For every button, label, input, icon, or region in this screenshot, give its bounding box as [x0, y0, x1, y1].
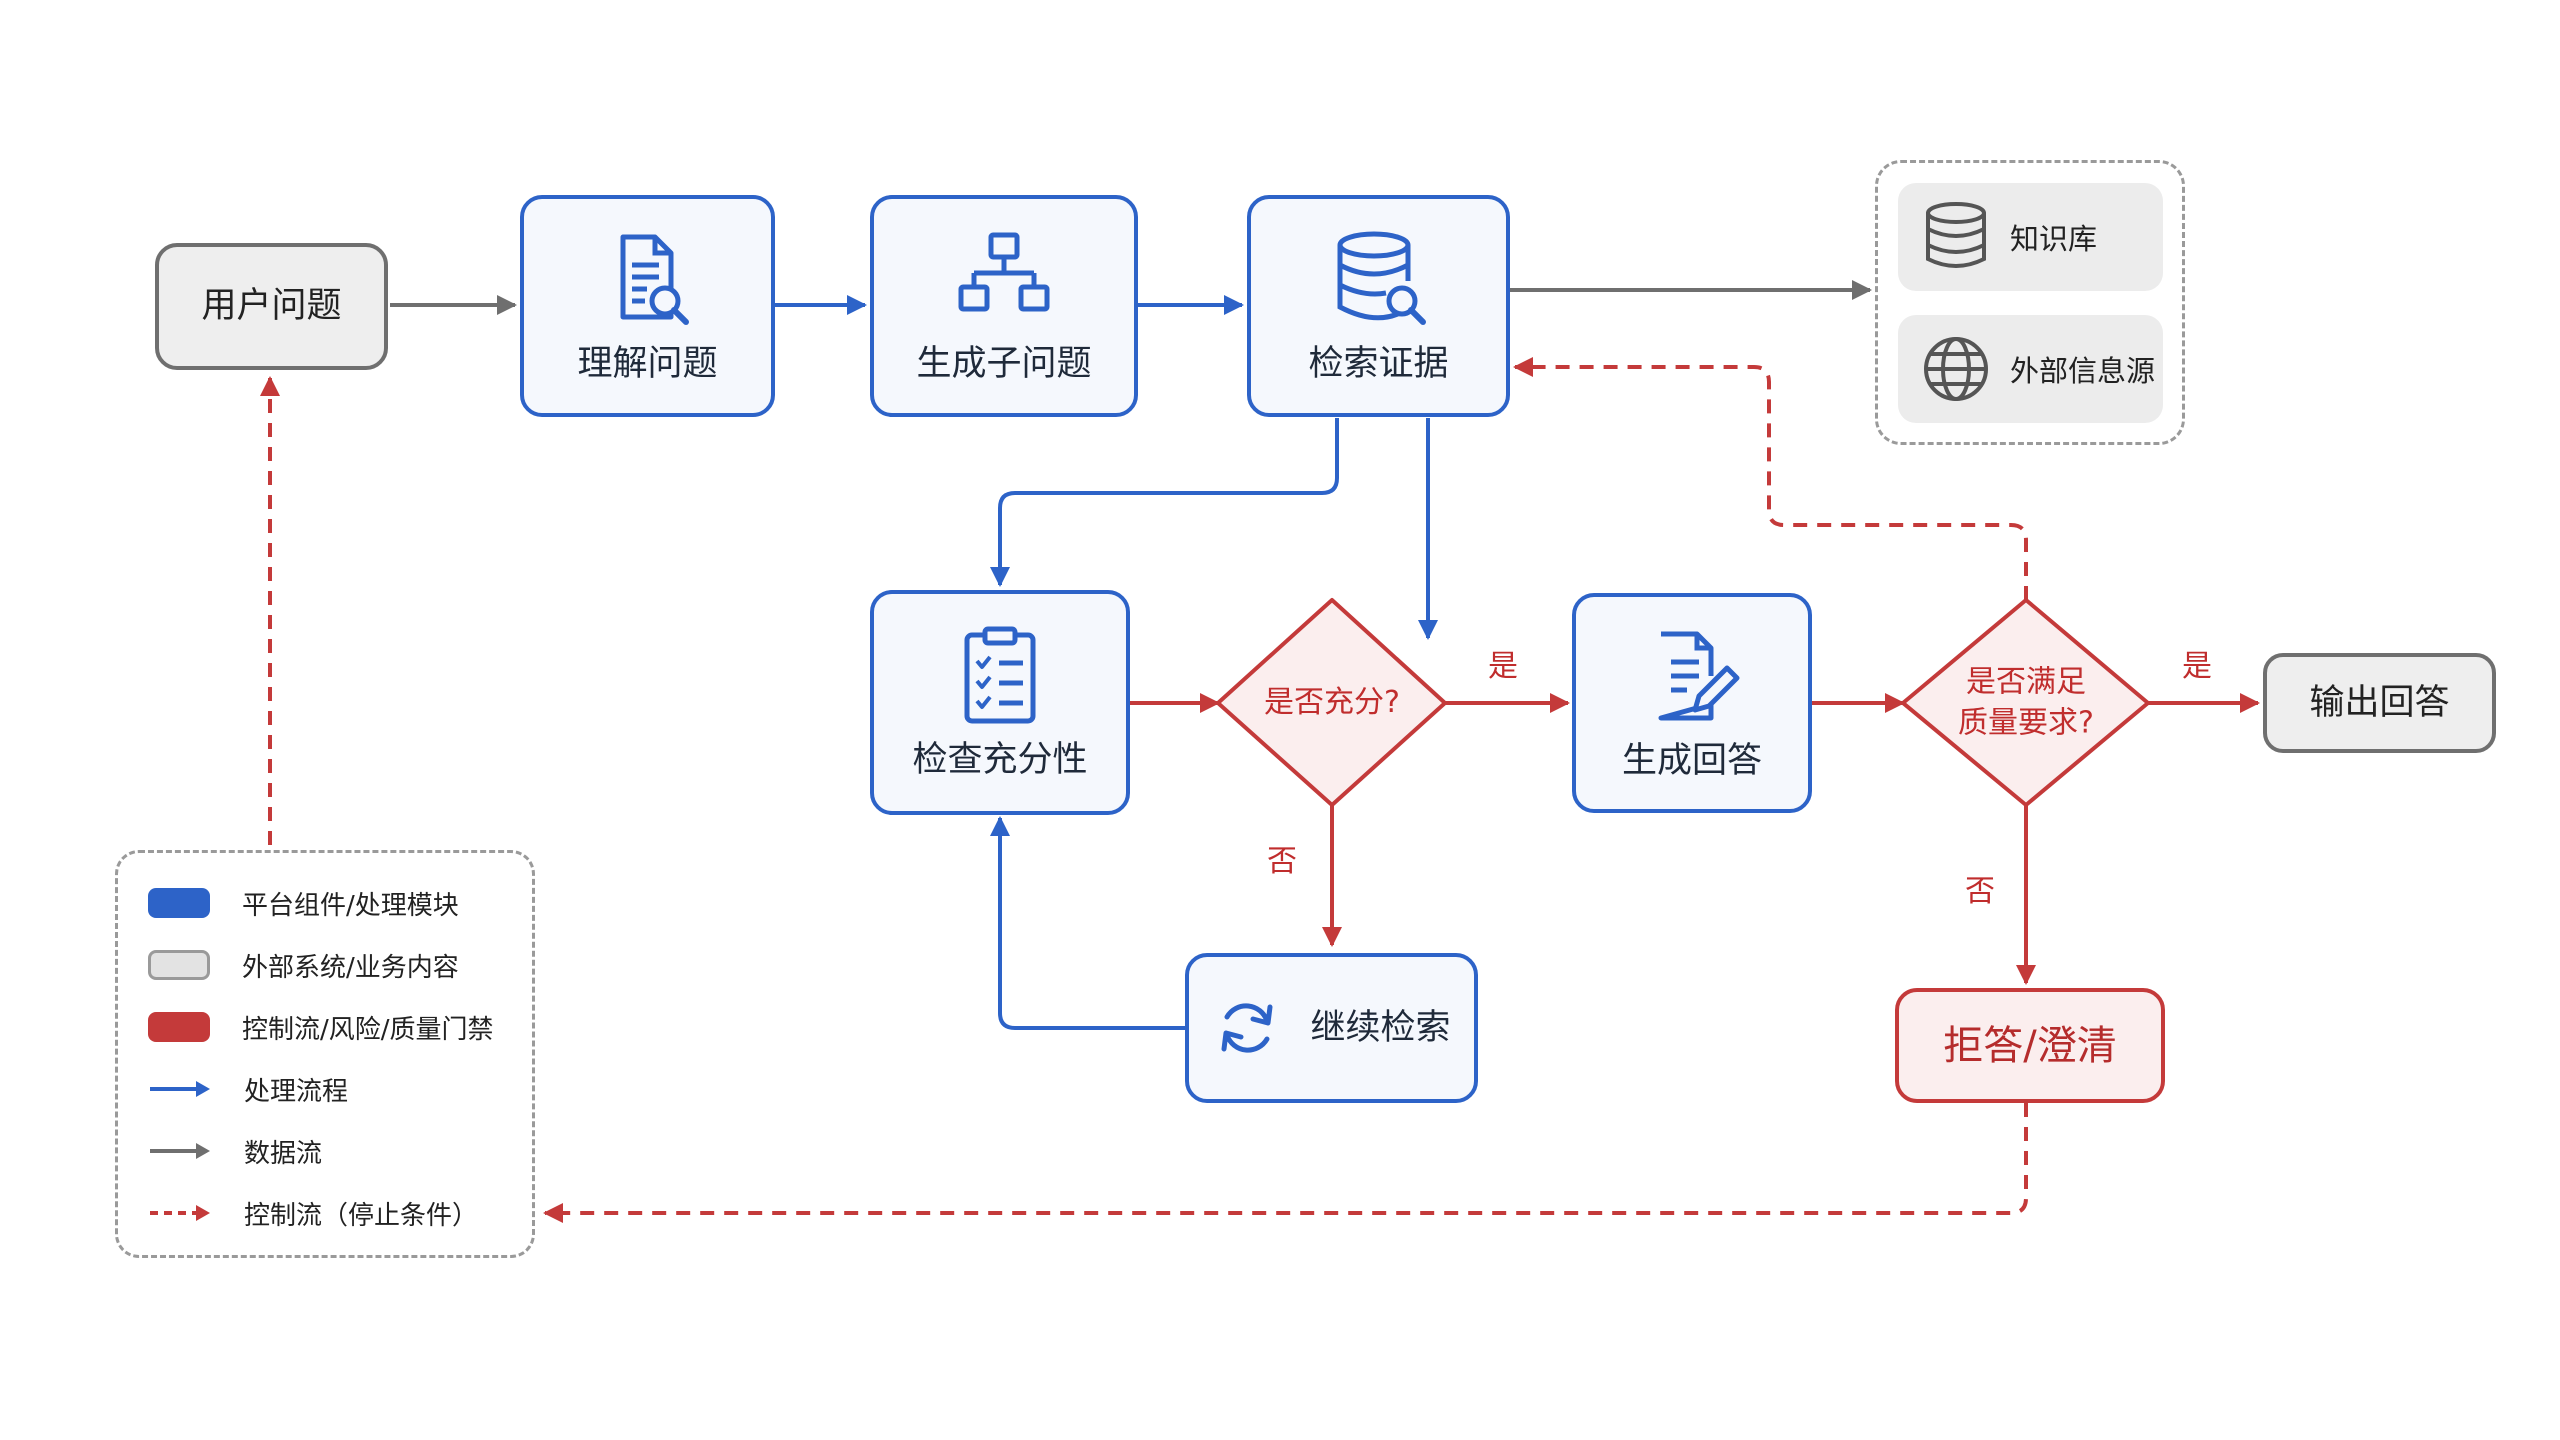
node-check-sufficiency[interactable]: 检查充分性 [870, 590, 1130, 815]
legend-item-external: 外部系统/业务内容 [148, 945, 459, 985]
legend-gray-arrow-icon [150, 1143, 210, 1159]
node-generate-answer-label: 生成回答 [1621, 740, 1762, 781]
source-external-info-label: 外部信息源 [2010, 354, 2156, 388]
decision-sufficient-text: 是否充分? [1264, 684, 1400, 720]
source-knowledge-base-label: 知识库 [2010, 222, 2098, 256]
legend-item-control-label: 控制流/风险/质量门禁 [242, 1014, 494, 1045]
node-understand[interactable]: 理解问题 [520, 195, 775, 417]
legend-swatch-red [148, 1012, 210, 1042]
checklist-icon [964, 626, 1036, 724]
legend-item-process-flow: 处理流程 [148, 1069, 348, 1109]
legend-item-data-flow: 数据流 [148, 1131, 322, 1171]
decision-quality-label: 是否满足 质量要求? [1958, 663, 2094, 744]
edge-quality-retry-dashed [1513, 357, 2028, 600]
node-continue-retrieval-label: 继续检索 [1310, 1007, 1451, 1048]
edge-label-sufficient-yes: 是 [1488, 649, 1518, 684]
edge-continue-to-check [990, 816, 1185, 1030]
legend-item-platform: 平台组件/处理模块 [148, 883, 459, 923]
legend-swatch-gray [148, 950, 210, 980]
source-external-info[interactable]: 外部信息源 [1898, 315, 2163, 423]
legend: 平台组件/处理模块 外部系统/业务内容 控制流/风险/质量门禁 处理流程 数据流 [115, 850, 535, 1258]
node-understand-label: 理解问题 [577, 343, 718, 384]
node-subquestions[interactable]: 生成子问题 [870, 195, 1138, 417]
edge-label-quality-yes: 是 [2182, 649, 2212, 684]
decision-quality-text-line1: 是否满足 [1966, 664, 2086, 700]
node-output-answer-label: 输出回答 [2309, 682, 2450, 723]
node-output-answer[interactable]: 输出回答 [2263, 653, 2496, 753]
legend-item-data-flow-label: 数据流 [244, 1138, 323, 1169]
hierarchy-icon [958, 232, 1050, 312]
legend-item-control: 控制流/风险/质量门禁 [148, 1007, 494, 1047]
document-search-icon [620, 234, 689, 325]
document-edit-icon [1658, 631, 1740, 721]
node-refuse-clarify-label: 拒答/澄清 [1943, 1022, 2117, 1069]
legend-item-process-flow-label: 处理流程 [244, 1076, 349, 1107]
database-icon [1926, 202, 1986, 268]
legend-item-external-label: 外部系统/业务内容 [242, 952, 459, 983]
legend-red-dashed-arrow-icon [150, 1205, 210, 1221]
legend-item-platform-label: 平台组件/处理模块 [242, 890, 459, 921]
decision-quality-text-line2: 质量要求? [1958, 705, 2094, 740]
legend-swatch-blue [148, 888, 210, 918]
node-subquestions-label: 生成子问题 [916, 343, 1092, 384]
node-continue-retrieval[interactable]: 继续检索 [1185, 953, 1478, 1103]
database-search-icon [1337, 231, 1426, 325]
node-retrieve[interactable]: 检索证据 [1247, 195, 1510, 417]
edge-label-quality-no: 否 [1965, 874, 1995, 909]
refresh-icon [1221, 1003, 1273, 1053]
decision-sufficient-label: 是否充分? [1264, 683, 1400, 724]
legend-blue-arrow-icon [150, 1081, 210, 1097]
globe-icon [1924, 337, 1988, 401]
node-generate-answer[interactable]: 生成回答 [1572, 593, 1812, 813]
node-user-question[interactable]: 用户问题 [155, 243, 388, 370]
node-retrieve-label: 检索证据 [1308, 343, 1449, 384]
edge-label-sufficient-no: 否 [1267, 844, 1297, 879]
decision-quality-diamond [1901, 598, 2150, 807]
decision-sufficient-diamond [1216, 598, 1447, 807]
legend-item-stop-flow-label: 控制流（停止条件） [244, 1200, 479, 1231]
node-user-question-label: 用户问题 [201, 286, 342, 327]
external-sources-group: 知识库 外部信息源 [1875, 160, 2185, 445]
node-check-sufficiency-label: 检查充分性 [912, 740, 1088, 781]
node-refuse-clarify[interactable]: 拒答/澄清 [1895, 988, 2165, 1103]
edge-retrieve-to-check [990, 418, 1339, 587]
edge-refuse-stop-dashed [543, 1103, 2028, 1223]
source-knowledge-base[interactable]: 知识库 [1898, 183, 2163, 291]
legend-item-stop-flow: 控制流（停止条件） [148, 1193, 478, 1233]
